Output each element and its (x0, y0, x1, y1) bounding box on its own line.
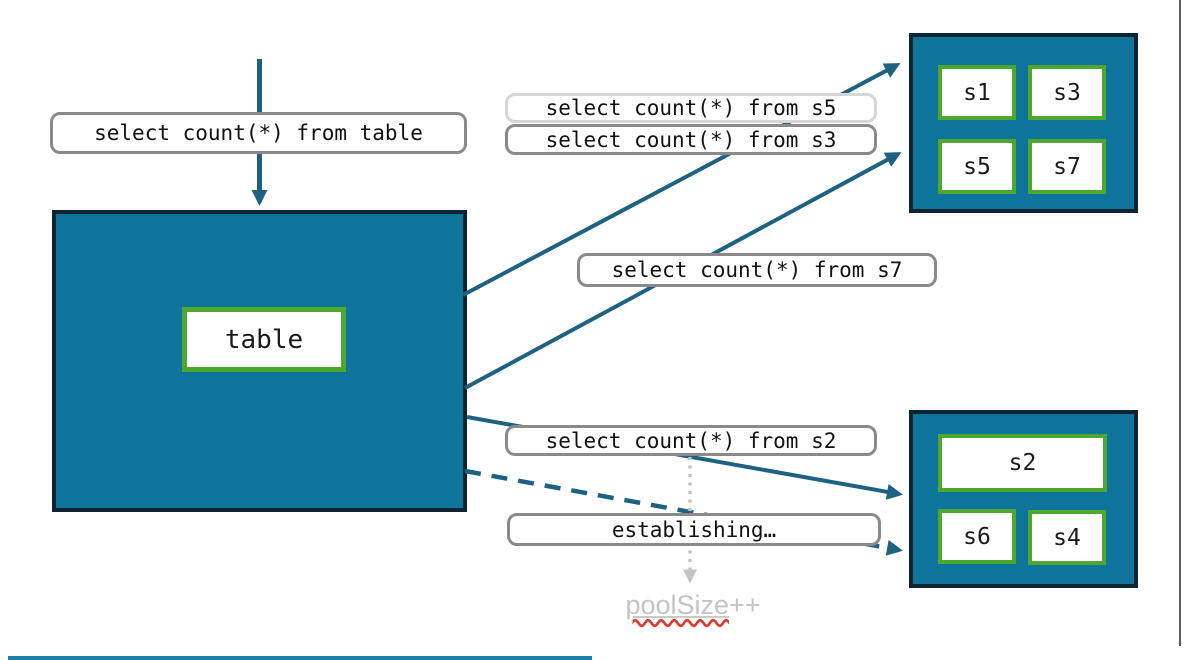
shard-group-bottom: s2 s6 s4 (909, 410, 1138, 588)
shard-s4: s4 (1028, 510, 1106, 565)
label-establishing: establishing… (507, 513, 881, 546)
poolsize-note: poolSize++ (613, 590, 773, 621)
table-node-label: table (182, 307, 346, 372)
shard-group-top: s1 s3 s5 s7 (909, 33, 1138, 213)
shard-s7: s7 (1028, 139, 1106, 194)
shard-s5: s5 (938, 139, 1016, 194)
shard-s6: s6 (938, 509, 1016, 564)
arrow-table-to-bottom-group-dashed (464, 468, 903, 556)
label-select-from-s5: select count(*) from s5 (505, 93, 877, 123)
table-node: table (52, 210, 467, 512)
pane-edge-line (1179, 0, 1181, 646)
bottom-edge-bar (8, 656, 592, 660)
label-select-from-s2: select count(*) from s2 (505, 425, 877, 456)
shard-s3: s3 (1028, 65, 1106, 120)
label-select-from-s7: select count(*) from s7 (577, 253, 937, 287)
label-select-from-s3: select count(*) from s3 (505, 124, 877, 155)
shard-s2: s2 (938, 434, 1107, 492)
shard-s1: s1 (938, 65, 1016, 120)
label-select-from-table: select count(*) from table (50, 112, 467, 154)
poolsize-word: poolSize (625, 590, 730, 620)
poolsize-suffix: ++ (729, 590, 761, 620)
poolsize-word-underline: poolSize (625, 590, 729, 620)
